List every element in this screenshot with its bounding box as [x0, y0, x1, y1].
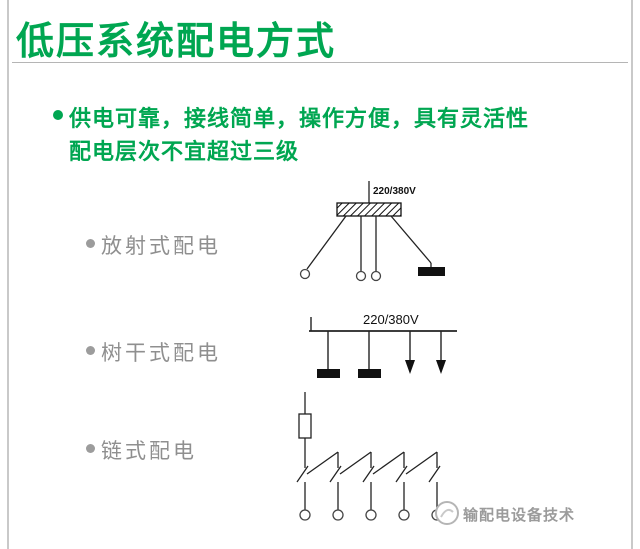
slide-right-border	[631, 0, 633, 549]
key-point-line2: 配电层次不宜超过三级	[69, 139, 300, 164]
outlet-circle	[370, 270, 382, 282]
voltage-label-trunk: 220/380V	[363, 312, 419, 327]
key-point-line1: 供电可靠，接线简单，操作方便，具有灵活性	[69, 106, 530, 131]
load-block	[418, 267, 445, 276]
outlet-circle	[332, 509, 344, 521]
arrow-down-icon	[405, 360, 415, 374]
chain-distribution-diagram	[296, 392, 443, 521]
item-label-chain: 链式配电	[101, 440, 197, 463]
outlet-circle	[299, 509, 311, 521]
radial-distribution-diagram	[299, 181, 445, 282]
busbar	[336, 202, 402, 217]
item-dot-radial	[86, 239, 95, 248]
load-block	[358, 369, 381, 378]
item-label-trunk: 树干式配电	[101, 342, 221, 365]
bullet-dot	[53, 110, 63, 120]
title-divider	[12, 62, 628, 63]
page-title: 低压系统配电方式	[16, 21, 337, 63]
item-dot-trunk	[86, 346, 95, 355]
outlet-circle	[365, 509, 377, 521]
footer-logo-icon	[435, 501, 459, 525]
outlet-circle	[398, 509, 410, 521]
voltage-label-radial: 220/380V	[373, 186, 416, 197]
fuse	[298, 413, 312, 439]
outlet-circle	[355, 270, 367, 282]
slide-left-border	[7, 0, 9, 549]
load-block	[317, 369, 340, 378]
outlet-circle	[299, 268, 311, 280]
arrow-down-icon	[436, 360, 446, 374]
item-dot-chain	[86, 444, 95, 453]
item-label-radial: 放射式配电	[101, 235, 221, 258]
footer-brand-text: 输配电设备技术	[463, 507, 576, 524]
trunk-distribution-diagram	[309, 317, 457, 378]
